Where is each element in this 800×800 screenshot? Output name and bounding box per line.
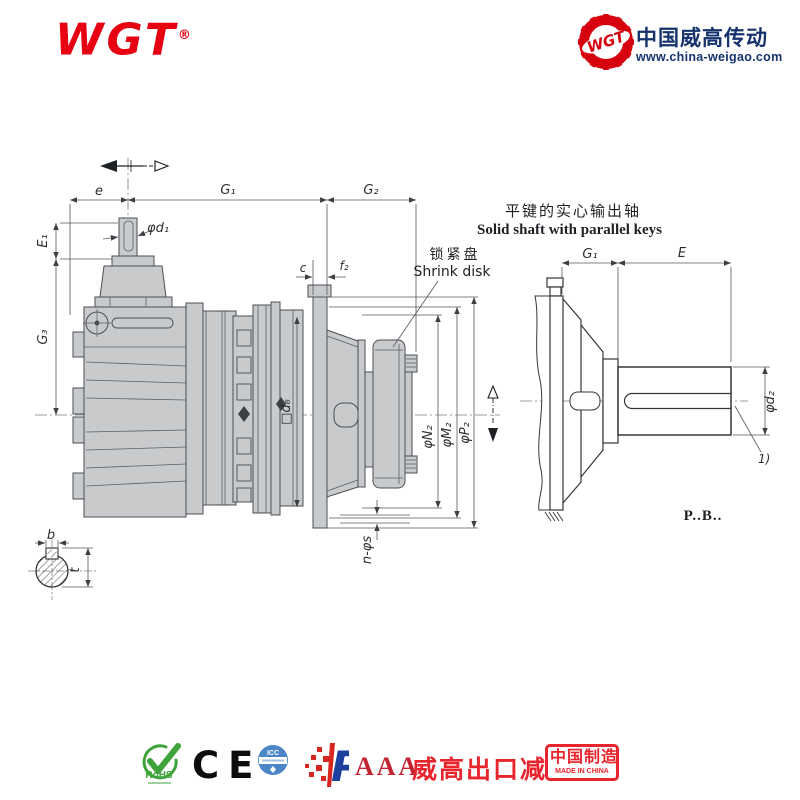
dim-m2: φM₂ [440,422,455,447]
dim-b: b [47,528,55,543]
side-dim-lines [561,260,732,362]
dim-p2: φP₂ [458,422,473,444]
svg-text:P: P [331,742,349,790]
dim-e1: E₁ [36,234,51,247]
gearbox-technical-drawing: e G₁ G₂ E₁ G₃ φd₁ [28,158,778,600]
icc-badge-icon: ICC [258,745,288,775]
body-details [84,220,416,513]
dim-lines-top [69,197,417,352]
side-dim-phid2: φd₂ [763,391,778,413]
stamp-en: MADE IN CHINA [555,768,609,775]
side-body [534,277,732,511]
side-dim-e: E [678,246,687,261]
side-hatch-ticks [544,511,564,522]
gear-logo-icon: WGT [578,14,634,70]
shrink-disk-label-cn: 锁紧盘 [430,246,481,263]
made-in-china-stamp: 中国制造 MADE IN CHINA [545,744,619,781]
dim-c-f2 [296,260,346,295]
dim-g1: G₁ [220,183,235,198]
key-section-detail [28,540,96,600]
dim-phid1 [102,229,153,241]
brand-url: www.china-weigao.com [636,50,783,64]
dim-t: t [68,567,83,573]
side-view: 平键的实心输出轴 Solid shaft with parallel keys … [477,203,778,524]
dim-g3: G₃ [36,329,51,344]
dim-lines-right [315,296,478,529]
shrink-disk-label-en: Shrink disk [413,264,491,280]
shrink-disk-leader [392,280,439,348]
certification-footer: RoHS CE ICC P AAA 威高出口减速机 [0,738,800,794]
icc-label: ICC [267,750,279,757]
bolt-ring [236,329,286,503]
rohs-badge-icon: RoHS [142,743,181,784]
patent-p-logo-icon: P [305,742,349,790]
vertical-direction-indicator-icon [487,384,499,442]
direction-indicator-icon [100,160,170,172]
side-dim-g1: G₁ [582,247,597,262]
dim-phid1-label: φd₁ [147,221,169,236]
model-code: P..B.. [684,508,723,524]
dim-n2: φN₂ [421,425,436,449]
dim-ns-lines [340,500,410,540]
dim-lines-left [53,222,118,415]
wgt-logo: WGT® [55,12,191,65]
side-title-en: Solid shaft with parallel keys [477,222,662,238]
dim-f2: f₂ [339,259,348,273]
dim-d6: □d₆ [279,399,294,425]
aaa-rating: AAA [355,752,421,781]
rohs-label: RoHS [145,770,173,781]
wgt-logo-reg: ® [177,28,191,43]
dim-e: e [95,184,103,199]
side-dim-phid2-lines [733,366,770,453]
dim-g2: G₂ [363,183,378,198]
dim-ns: n-φs [360,536,375,565]
gearbox-body [72,217,418,529]
wgt-logo-text: WGT [55,14,178,66]
ce-mark: CE [192,744,263,787]
dim-c: c [300,261,307,275]
side-note-1: 1) [758,452,770,466]
inspection-details [83,309,174,337]
brand-name-cn: 中国威高传动 [636,27,768,50]
brand-block: WGT 中国威高传动 www.china-weigao.com [578,12,793,72]
side-title-cn: 平键的实心输出轴 [505,203,641,220]
main-view: e G₁ G₂ E₁ G₃ φd₁ [28,158,500,600]
stamp-cn: 中国制造 [550,749,619,766]
